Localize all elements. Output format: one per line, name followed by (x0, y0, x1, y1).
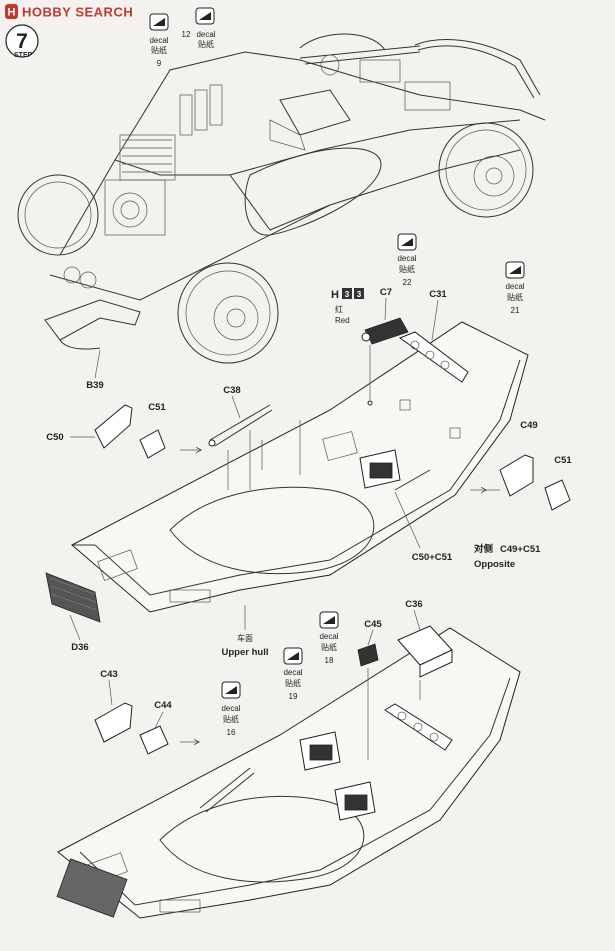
svg-text:贴纸: 贴纸 (151, 45, 167, 55)
c38-tool (208, 404, 273, 490)
svg-text:22: 22 (403, 278, 412, 287)
svg-text:Opposite: Opposite (474, 559, 515, 570)
callout-12: 12 (182, 30, 191, 39)
callout-c50: C50 (46, 432, 63, 443)
svg-text:STEP: STEP (14, 52, 33, 59)
svg-text:贴纸: 贴纸 (399, 264, 415, 274)
svg-text:decal: decal (149, 36, 168, 45)
svg-text:贴纸: 贴纸 (285, 678, 301, 688)
svg-text:Upper hull: Upper hull (222, 647, 269, 658)
step-badge: 7 STEP (5, 24, 39, 59)
svg-text:18: 18 (325, 656, 334, 665)
callout-c50-c51: C50+C51 (412, 552, 453, 563)
svg-text:对侧: 对侧 (474, 543, 493, 555)
d36-grille (45, 572, 101, 623)
c43-c44-bracket (94, 702, 198, 755)
color-callout-h: H 3 3 红 Red (331, 288, 364, 325)
c50-c51-bracket (70, 404, 200, 459)
hobby-search-watermark: H HOBBY SEARCH (5, 4, 133, 20)
svg-text:贴纸: 贴纸 (223, 714, 239, 724)
svg-text:HOBBY SEARCH: HOBBY SEARCH (22, 5, 133, 20)
c31-plate (398, 331, 469, 383)
callout-b39: B39 (86, 380, 103, 391)
svg-text:decal: decal (505, 282, 524, 291)
decal-icon: decal 贴纸 18 (319, 611, 339, 665)
svg-text:9: 9 (157, 59, 162, 68)
decal-icon: decal 贴纸 19 (283, 647, 303, 701)
c45-part (357, 643, 379, 760)
svg-text:decal: decal (283, 668, 302, 677)
callout-c43: C43 (100, 669, 117, 680)
svg-text:贴纸: 贴纸 (507, 292, 523, 302)
svg-text:C49+C51: C49+C51 (500, 544, 541, 555)
c36-box (397, 625, 453, 700)
c49-c51-bracket (485, 454, 571, 511)
callout-c7: C7 (380, 287, 392, 298)
callout-c49: C49 (520, 420, 537, 431)
lower-tool (199, 767, 255, 813)
svg-text:19: 19 (289, 692, 298, 701)
opposite-note: 对侧 C49+C51 Opposite (474, 543, 541, 570)
svg-text:车面: 车面 (237, 633, 253, 643)
callout-c38: C38 (223, 385, 240, 396)
callout-c51: C51 (148, 402, 166, 413)
decal-icon: decal 贴纸 9 (149, 13, 169, 68)
callout-c31: C31 (429, 289, 447, 300)
svg-text:decal: decal (319, 632, 338, 641)
c7-part (361, 317, 409, 406)
svg-text:H: H (331, 289, 339, 301)
svg-text:21: 21 (511, 306, 520, 315)
svg-text:3: 3 (357, 290, 362, 299)
svg-text:decal: decal (397, 254, 416, 263)
decal-icon: decal 贴纸 16 (221, 681, 241, 737)
decal-icon: decal 贴纸 22 (397, 233, 417, 287)
svg-text:贴纸: 贴纸 (198, 39, 214, 49)
upper-hull-caption: 车面 Upper hull (222, 605, 269, 658)
decal-icon: decal 贴纸 21 (505, 261, 525, 315)
svg-text:7: 7 (16, 30, 28, 53)
lower-hull-drawing (56, 627, 521, 919)
svg-text:3: 3 (345, 290, 350, 299)
vehicle-drawing (17, 33, 546, 364)
callout-c44: C44 (154, 700, 172, 711)
callout-c51: C51 (554, 455, 572, 466)
svg-text:16: 16 (227, 728, 236, 737)
upper-hull-drawing (71, 321, 529, 613)
callout-d36: D36 (71, 642, 88, 653)
svg-text:Red: Red (335, 316, 350, 325)
svg-text:decal: decal (221, 704, 240, 713)
lower-plate (384, 703, 453, 751)
decal-icon: decal 贴纸 (195, 7, 216, 49)
callout-c36: C36 (405, 599, 422, 610)
svg-text:贴纸: 贴纸 (321, 642, 337, 652)
svg-text:红: 红 (335, 304, 343, 314)
svg-text:decal: decal (196, 30, 215, 39)
callout-c45: C45 (364, 619, 382, 630)
svg-text:H: H (8, 7, 16, 19)
